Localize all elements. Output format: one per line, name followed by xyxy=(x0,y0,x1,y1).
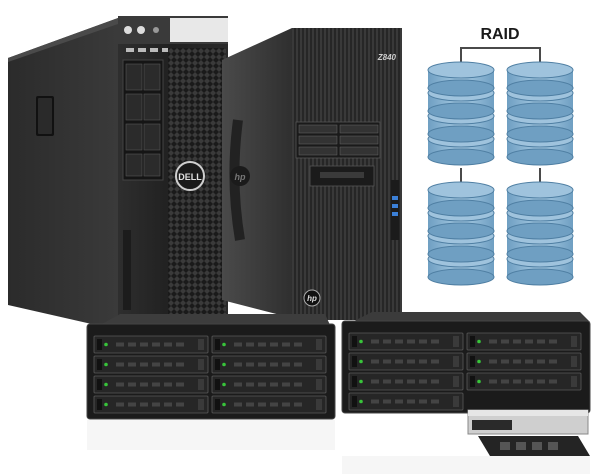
drive-bay xyxy=(466,372,582,391)
disk-stack-icon xyxy=(506,61,574,166)
disk-stack-icon xyxy=(427,61,495,166)
svg-text:hp: hp xyxy=(235,172,246,182)
drive-bay xyxy=(348,332,464,351)
dell-workstation-tower: DELL xyxy=(8,16,228,332)
svg-text:DELL: DELL xyxy=(178,172,202,182)
disk-stack-icon xyxy=(427,181,495,286)
drive-bay xyxy=(211,395,327,414)
drive-bay xyxy=(93,355,209,374)
drive-bay xyxy=(93,395,209,414)
hp-workstation-tower: hp Z840 hp xyxy=(222,28,402,320)
hp-logo-icon: hp xyxy=(230,166,250,186)
drive-bay xyxy=(348,372,464,391)
svg-text:hp: hp xyxy=(307,294,317,303)
raid-diagram: RAID xyxy=(427,26,574,286)
raid-label: RAID xyxy=(480,26,519,43)
ejected-drive-tray xyxy=(467,409,590,456)
dell-logo-icon: DELL xyxy=(175,161,205,191)
drive-bay xyxy=(93,375,209,394)
drive-bay xyxy=(348,352,464,371)
drive-cage-8-bay-right xyxy=(341,312,591,474)
drive-cage-8-bay-left xyxy=(86,314,336,450)
drive-bay xyxy=(466,352,582,371)
drive-bay xyxy=(211,375,327,394)
drive-bay xyxy=(211,355,327,374)
disk-stack-icon xyxy=(506,181,574,286)
drive-bay xyxy=(348,392,464,411)
svg-text:Z840: Z840 xyxy=(377,53,397,62)
drive-bay xyxy=(93,335,209,354)
drive-bay xyxy=(466,332,582,351)
drive-bay xyxy=(211,335,327,354)
